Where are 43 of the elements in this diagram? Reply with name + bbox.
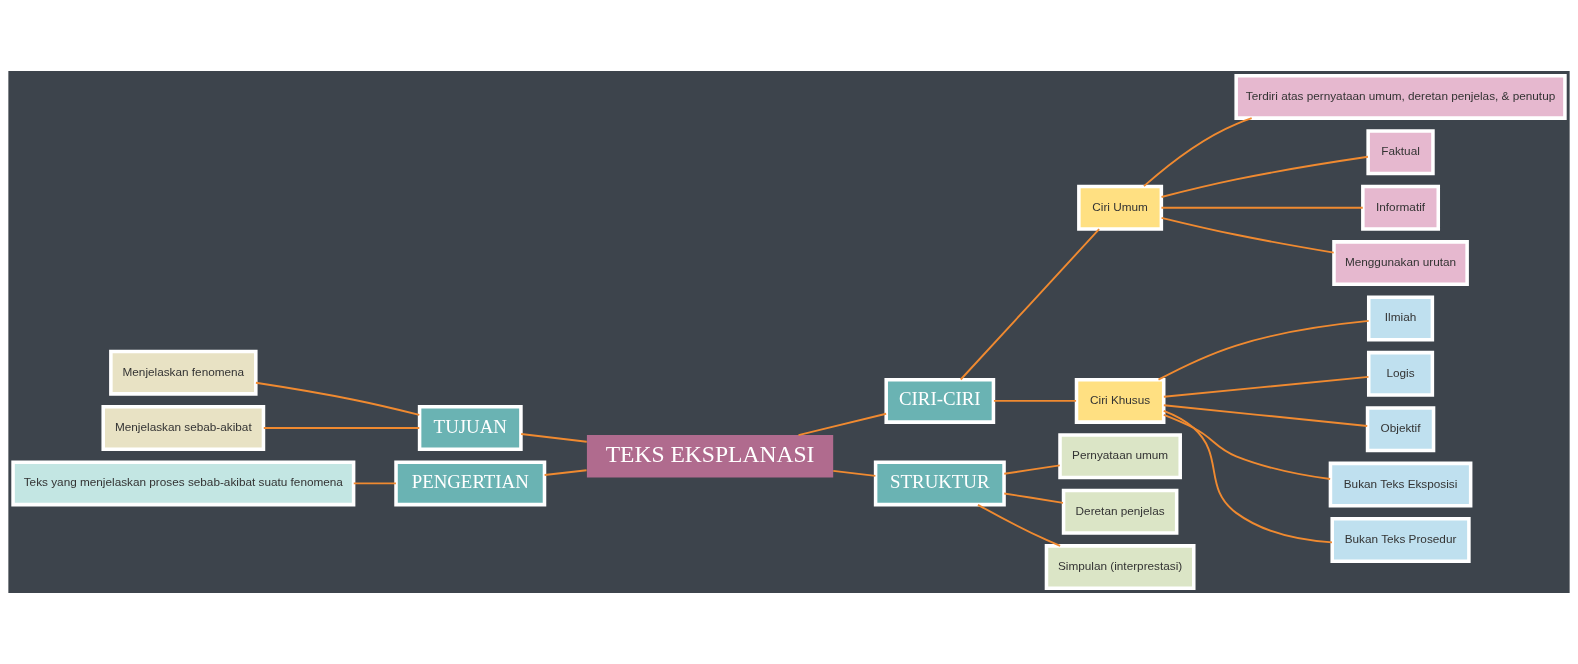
node-box: Informatif xyxy=(1361,184,1441,231)
node-box: Menggunakan urutan xyxy=(1332,240,1469,287)
node-box: Bukan Teks Prosedur xyxy=(1330,517,1471,563)
node-box: TUJUAN xyxy=(417,405,523,451)
connector xyxy=(1160,216,1335,254)
node-box: Terdiri atas pernyataan umum, deretan penjelas, & penutup xyxy=(1234,73,1567,120)
connector xyxy=(977,503,1062,547)
node-box: TEKS EKSPLANASI xyxy=(586,435,834,478)
connector xyxy=(797,412,888,436)
node-box: Pernyataan umum xyxy=(1058,433,1182,480)
connector xyxy=(254,381,421,416)
node-box: STRUKTUR xyxy=(873,460,1006,507)
connector xyxy=(1160,155,1369,198)
node-box: Objektif xyxy=(1365,406,1436,453)
node-box: Simpulan (interprestasi) xyxy=(1044,544,1196,591)
connector xyxy=(1162,375,1370,398)
connector xyxy=(352,482,397,485)
connector xyxy=(1143,117,1253,188)
connector xyxy=(1003,492,1064,504)
node-box: CIRI-CIRI xyxy=(884,377,996,424)
connector xyxy=(1003,464,1061,475)
node-box: Ilmiah xyxy=(1366,295,1435,342)
node-box: Deretan penjelas xyxy=(1061,488,1179,535)
connector xyxy=(262,427,421,429)
node-box: Faktual xyxy=(1366,129,1435,176)
node-box: Ciri Umum xyxy=(1077,184,1164,231)
connector xyxy=(1160,206,1364,209)
node-box: Menjelaskan sebab-akibat xyxy=(101,405,266,451)
node-box: PENGERTIAN xyxy=(394,460,547,507)
node-box: Menjelaskan fenomena xyxy=(109,349,258,396)
connector xyxy=(959,228,1101,381)
node-box: Ciri Khusus xyxy=(1074,377,1166,424)
connector xyxy=(543,469,588,476)
node-box: Logis xyxy=(1366,350,1435,397)
node-box: Bukan Teks Eksposisi xyxy=(1328,461,1473,508)
connector xyxy=(1162,414,1332,480)
node-box: Teks yang menjelaskan proses sebab-akibat suatu fenomena xyxy=(11,460,356,507)
connector xyxy=(1162,409,1333,544)
connector xyxy=(520,433,588,443)
connector xyxy=(992,400,1078,402)
connector xyxy=(1162,404,1369,427)
connector xyxy=(1157,319,1370,381)
connector xyxy=(832,469,877,477)
